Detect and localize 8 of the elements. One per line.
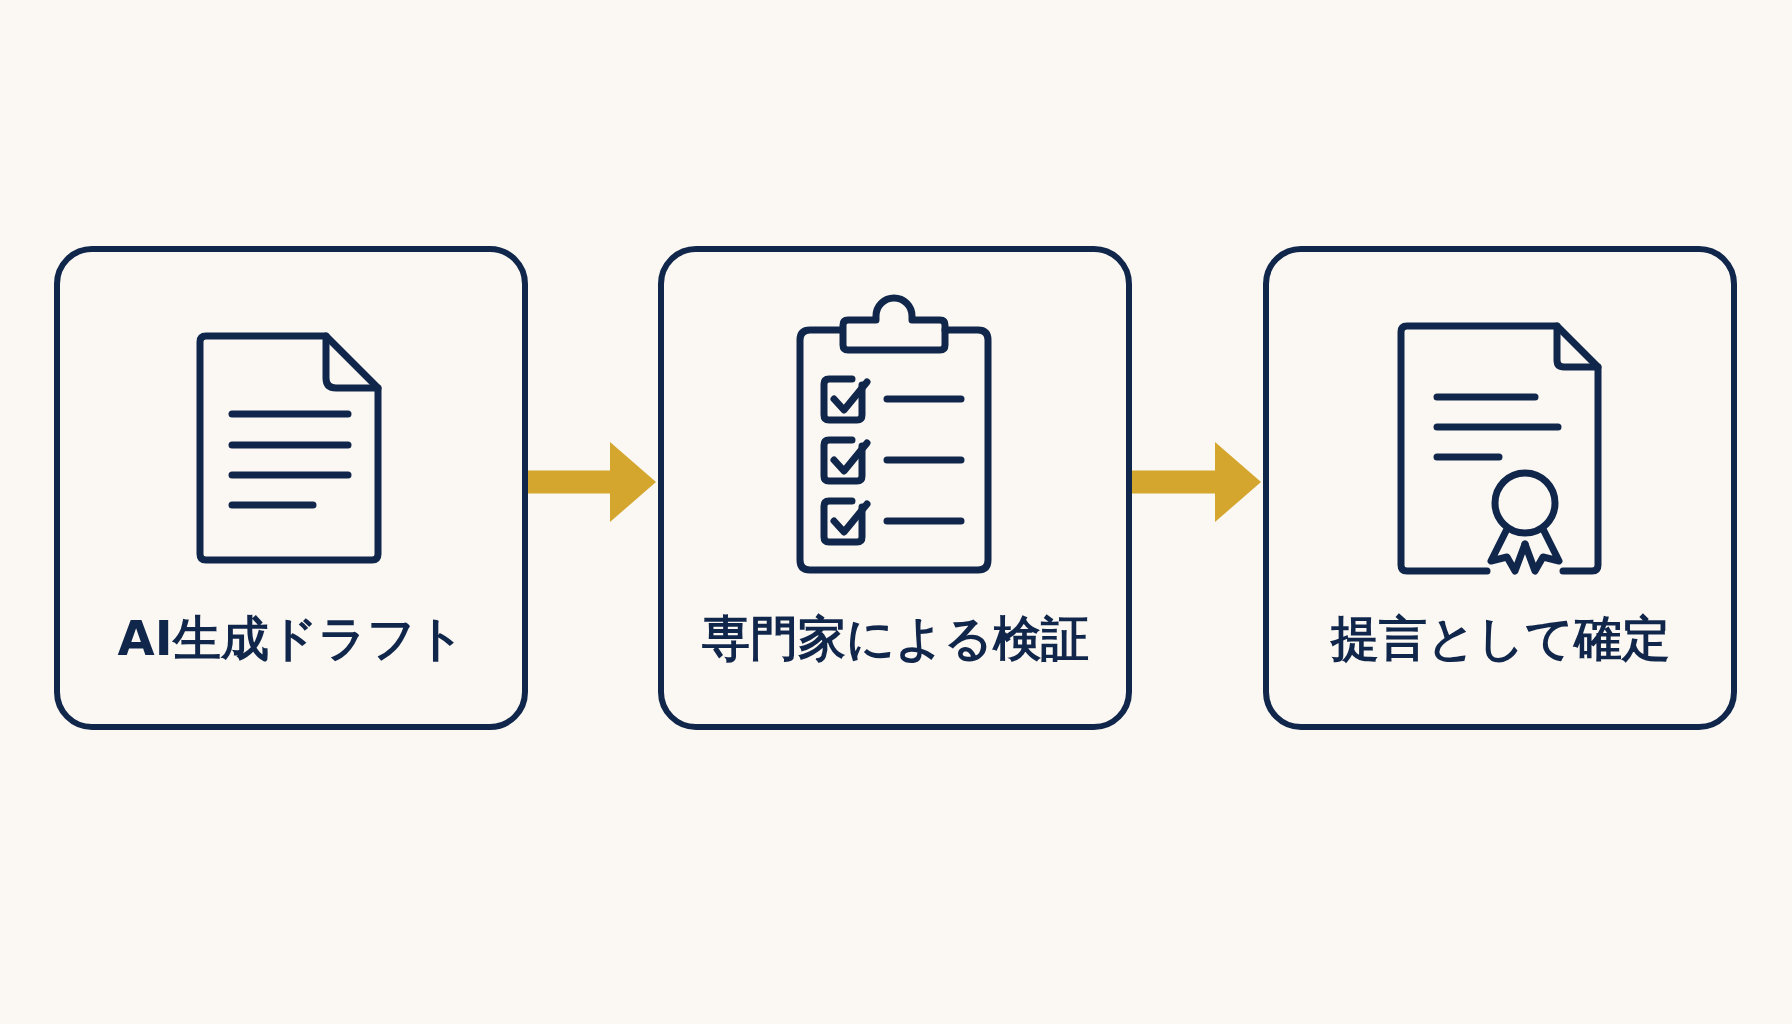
arrow bbox=[1132, 442, 1261, 522]
step-label: AI生成ドラフト bbox=[117, 610, 465, 668]
step-label: 専門家による検証 bbox=[701, 610, 1089, 668]
step-label: 提言として確定 bbox=[1330, 610, 1670, 668]
step-card bbox=[54, 246, 528, 730]
step-card bbox=[658, 246, 1132, 730]
arrow bbox=[528, 442, 656, 522]
step-card bbox=[1263, 246, 1737, 730]
